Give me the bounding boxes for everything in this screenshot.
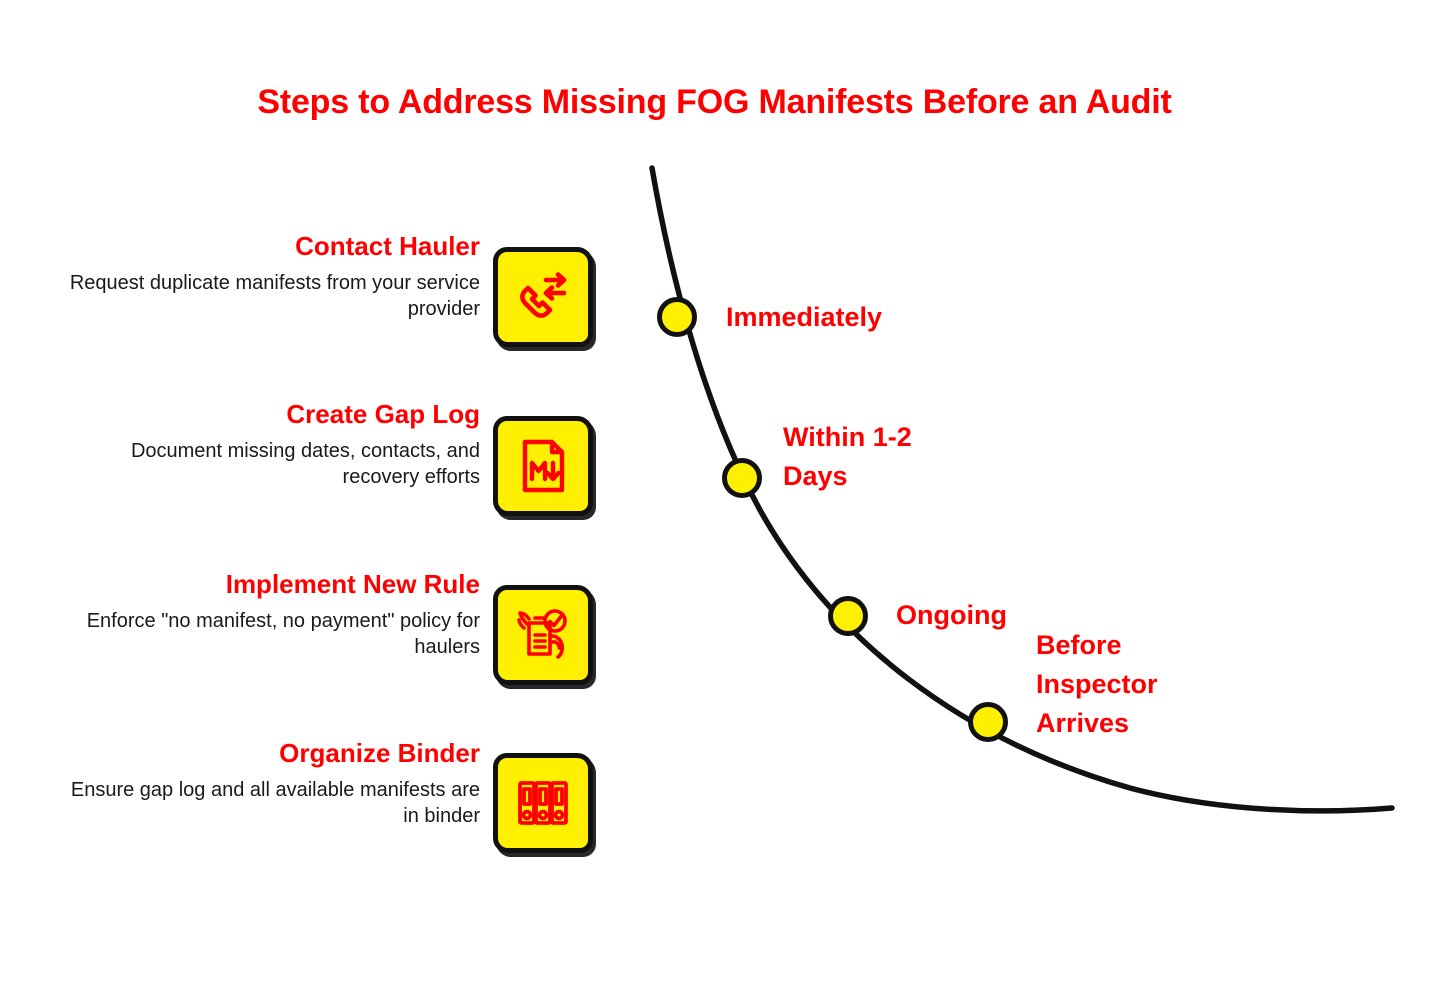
step-description-1: Request duplicate manifests from your se…: [69, 272, 480, 320]
timeline-marker-4[interactable]: [968, 702, 1008, 742]
step-description-4: Ensure gap log and all available manifes…: [70, 779, 480, 827]
phone-transfer-icon[interactable]: [493, 247, 593, 347]
binders-icon[interactable]: [493, 753, 593, 853]
timeline-label-1: Immediately: [726, 302, 883, 332]
step-title-3: Implement New Rule: [225, 569, 480, 599]
timeline-marker-2[interactable]: [722, 458, 762, 498]
timeline-label-2: Within 1-2 Days: [783, 422, 912, 491]
page-title: Steps to Address Missing FOG Manifests B…: [257, 83, 1172, 121]
timeline-label-3: Ongoing: [896, 600, 1007, 630]
timeline-label-4: Before Inspector Arrives: [1036, 630, 1158, 738]
step-description-3: Enforce "no manifest, no payment" policy…: [86, 610, 480, 658]
step-block-2: Create Gap Log Document missing dates, c…: [60, 398, 480, 490]
step-block-3: Implement New Rule Enforce "no manifest,…: [60, 568, 480, 660]
step-title-4: Organize Binder: [279, 738, 480, 768]
policy-approval-icon[interactable]: [493, 585, 593, 685]
step-description-2: Document missing dates, contacts, and re…: [130, 440, 480, 488]
step-title-2: Create Gap Log: [286, 399, 480, 429]
step-title-1: Contact Hauler: [295, 231, 480, 261]
timeline-marker-1[interactable]: [657, 297, 697, 337]
step-block-4: Organize Binder Ensure gap log and all a…: [60, 737, 480, 829]
markdown-document-icon[interactable]: [493, 416, 593, 516]
timeline-marker-3[interactable]: [828, 596, 868, 636]
step-block-1: Contact Hauler Request duplicate manifes…: [60, 230, 480, 322]
